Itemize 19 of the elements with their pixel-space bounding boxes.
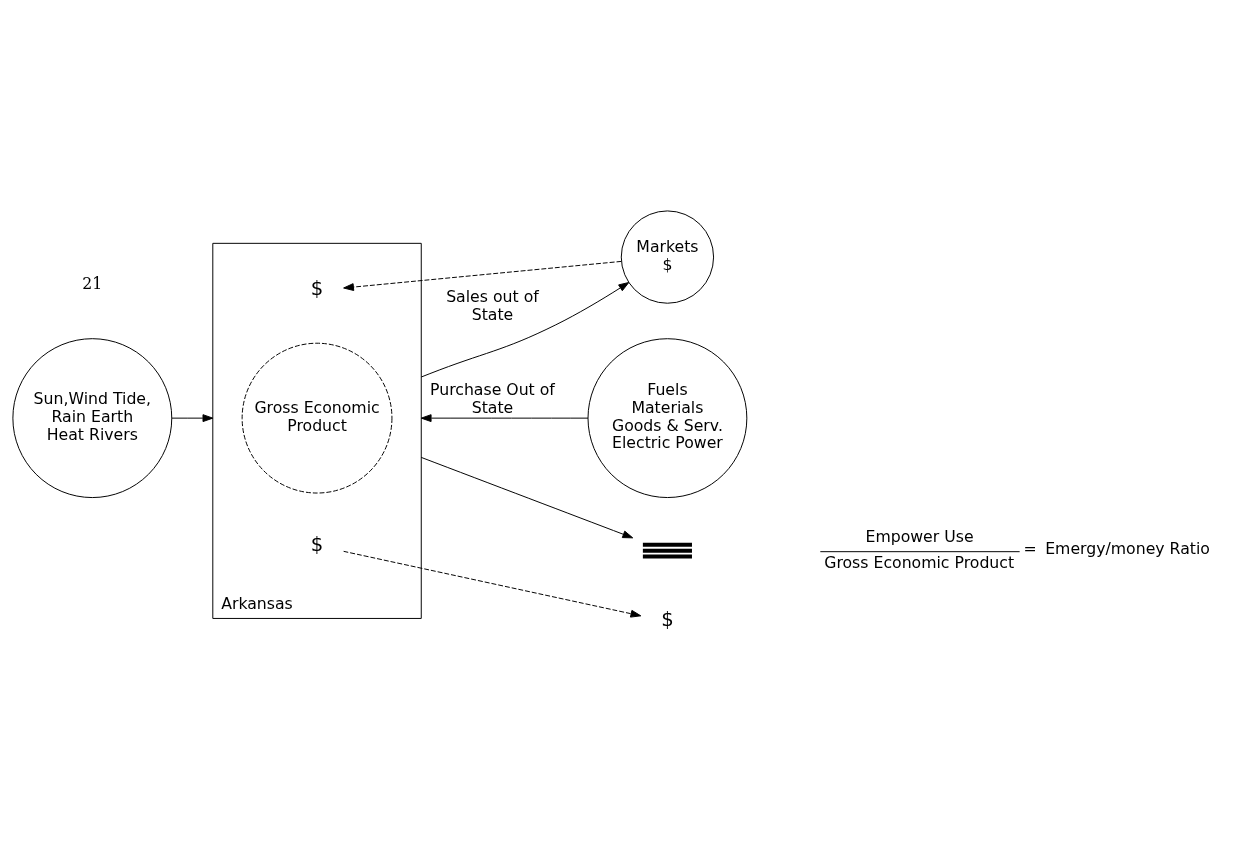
arrow [420,456,634,538]
arrow [420,413,589,422]
node-text: $ [661,607,674,631]
arrow [343,550,642,618]
node-circle: Sun,Wind Tide, Rain Earth Heat Rivers [12,337,173,498]
node-circle: Gross Economic Product [241,342,393,493]
arrow [343,260,622,291]
node-text: $ [310,276,324,300]
label: Gross Economic Product [824,552,1015,572]
label: = [1023,538,1037,558]
label: Empower Use [865,526,974,546]
arrow [420,281,630,377]
label: Emergy/money Ratio [1045,538,1210,558]
arrow [171,413,214,422]
edge-label: Sales out of State [446,286,539,324]
label: 21 [82,273,103,293]
node-text: $ [310,532,324,556]
edge-label: Purchase Out of State [430,379,555,417]
node-circle: Fuels Materials Goods & Serv. Electric Power [587,337,748,498]
